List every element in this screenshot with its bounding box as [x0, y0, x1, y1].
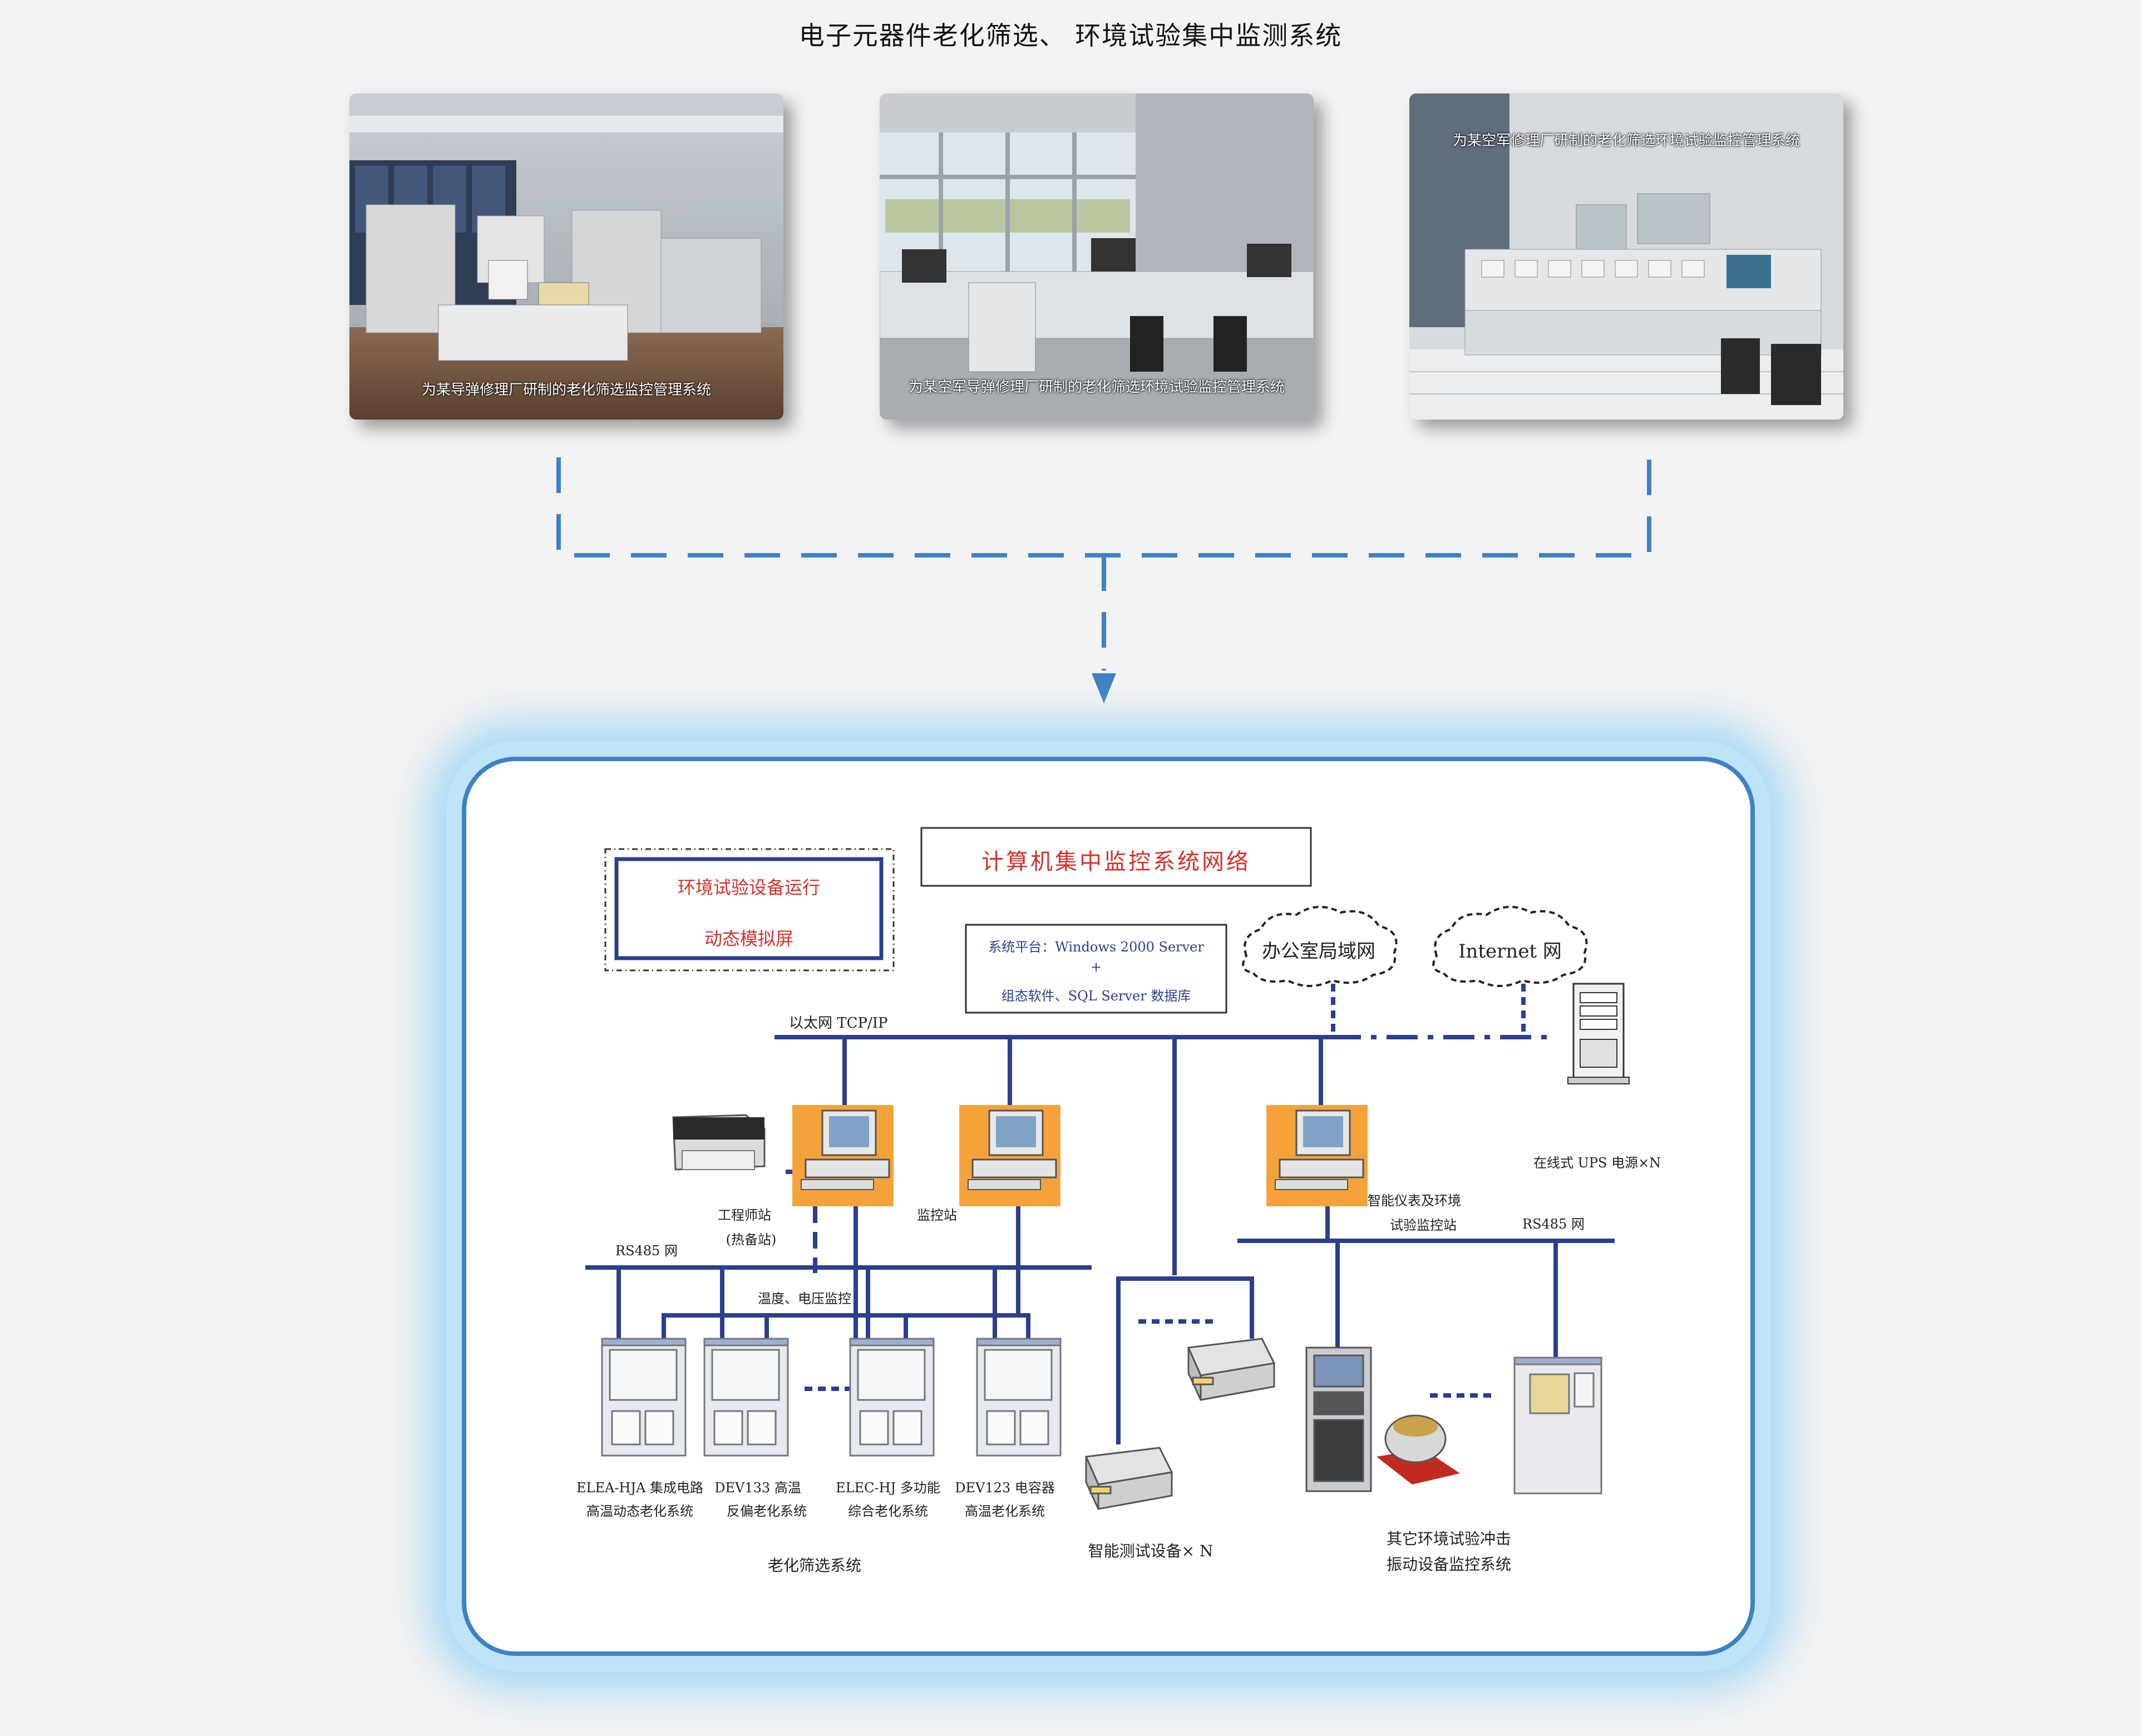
smart-station-sub: 试验监控站 — [1390, 1217, 1457, 1233]
smart-test-device-icon — [1084, 1447, 1173, 1510]
sim-screen-outer — [604, 848, 895, 971]
aging-system-3-line1: ELEC-HJ 多功能 — [836, 1480, 940, 1496]
diagram-title: 计算机集中监控系统网络 — [981, 849, 1251, 875]
printer-icon — [672, 1114, 766, 1171]
ethernet-label: 以太网 TCP/IP — [789, 1015, 888, 1032]
platform-line2: + — [1090, 959, 1102, 975]
sim-screen-line2: 动态模拟屏 — [704, 928, 794, 949]
aging-system-2-line1: DEV133 高温 — [714, 1480, 801, 1496]
monitor-station-icon — [959, 1105, 1060, 1206]
aging-cabinet-icon — [703, 1338, 789, 1457]
office-lan-cloud — [1242, 906, 1398, 987]
other-env-line2: 振动设备监控系统 — [1386, 1555, 1512, 1574]
platform-line1: 系统平台：Windows 2000 Server — [988, 939, 1204, 955]
aging-cabinet-icon — [601, 1338, 687, 1457]
photo-2-caption: 为某空军导弹修理厂研制的老化筛选环境试验监控管理系统 — [908, 379, 1285, 396]
aging-cabinet-icon — [976, 1338, 1062, 1457]
photo-connector — [556, 457, 1651, 703]
photo-lab-1: 为某导弹修理厂研制的老化筛选监控管理系统 — [349, 93, 783, 420]
other-env-line1: 其它环境试验冲击 — [1386, 1530, 1512, 1548]
temp-voltage-label: 温度、电压监控 — [758, 1291, 851, 1306]
sim-screen-box — [614, 857, 884, 960]
server-tower-icon — [1567, 983, 1630, 1084]
page-title: 电子元器件老化筛选、 环境试验集中监测系统 — [798, 21, 1343, 51]
monitor-station-label: 监控站 — [917, 1207, 957, 1223]
sim-screen-line1: 环境试验设备运行 — [677, 877, 821, 898]
aging-system-4-line2: 高温老化系统 — [965, 1503, 1045, 1519]
engineer-station-icon — [792, 1105, 894, 1206]
diagram-title-box — [920, 827, 1312, 887]
vibration-shaker-icon — [1377, 1414, 1460, 1485]
smart-station-label: 智能仪表及环境 — [1368, 1193, 1461, 1209]
aging-cabinet-icon — [849, 1338, 935, 1457]
smart-test-label: 智能测试设备× N — [1088, 1542, 1213, 1560]
aging-system-1-line2: 高温动态老化系统 — [586, 1503, 693, 1519]
aging-system-2-line2: 反偏老化系统 — [727, 1503, 807, 1519]
connector-dashed-line — [556, 457, 1651, 558]
aging-group-label: 老化筛选系统 — [767, 1556, 862, 1575]
platform-box — [965, 924, 1227, 1014]
smart-test-device-icon — [1187, 1338, 1276, 1401]
internet-label: Internet 网 — [1458, 940, 1562, 963]
aging-system-4-line1: DEV123 电容器 — [955, 1480, 1055, 1496]
photo-3-caption: 为某空军修理厂研制的老化筛选环境试验监控管理系统 — [1452, 132, 1800, 149]
aging-system-3-line2: 综合老化系统 — [848, 1503, 928, 1519]
smart-station-icon — [1266, 1105, 1368, 1206]
rs485-left-label: RS485 网 — [615, 1243, 678, 1259]
climate-chamber-icon — [1513, 1357, 1602, 1495]
photo-lab-3: 为某空军修理厂研制的老化筛选环境试验监控管理系统 — [1409, 93, 1843, 420]
engineer-station-label: 工程师站 — [718, 1207, 771, 1223]
engineer-station-sub: (热备站) — [726, 1232, 777, 1247]
platform-line3: 组态软件、SQL Server 数据库 — [1001, 988, 1191, 1004]
office-lan-label: 办公室局域网 — [1262, 940, 1375, 963]
photo-lab-2: 为某空军导弹修理厂研制的老化筛选环境试验监控管理系统 — [880, 93, 1314, 420]
photo-1-caption: 为某导弹修理厂研制的老化筛选监控管理系统 — [421, 382, 711, 398]
env-test-rack-icon — [1305, 1347, 1372, 1492]
network-diagram-graphics — [585, 827, 1630, 1510]
internet-cloud — [1432, 906, 1588, 987]
rs485-right-label: RS485 网 — [1522, 1216, 1585, 1232]
ups-label: 在线式 UPS 电源×N — [1533, 1155, 1661, 1171]
down-arrow-icon — [1092, 673, 1116, 703]
aging-system-1-line1: ELEA-HJA 集成电路 — [576, 1480, 703, 1496]
network-diagram-panel: 计算机集中监控系统网络 环境试验设备运行 动态模拟屏 系统平台：Windows … — [462, 757, 1755, 1656]
